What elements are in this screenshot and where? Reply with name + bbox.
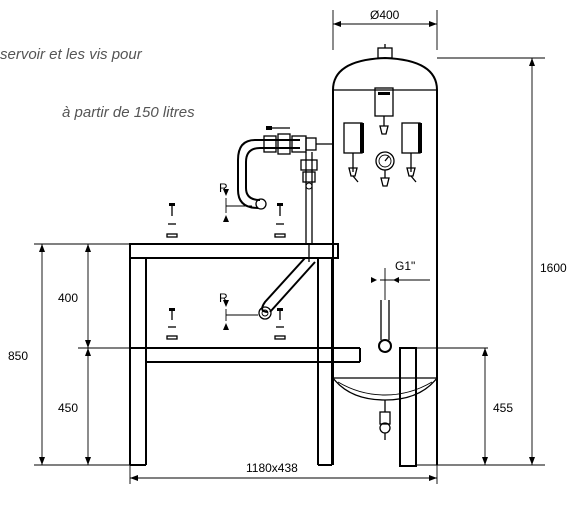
diameter-label: Ø400 — [370, 8, 400, 22]
radius-label-upper: R — [219, 181, 228, 195]
caption-line-1: servoir et les vis pour — [0, 46, 142, 63]
outlet-pipe-post — [399, 347, 488, 467]
radius-dim-upper — [223, 189, 252, 222]
lower-piping — [258, 245, 316, 320]
pressure-gauge — [375, 151, 395, 187]
outlet-height-label: 455 — [493, 401, 513, 415]
footprint-label: 1180x438 — [246, 461, 298, 475]
outlet-height-dimension — [416, 348, 495, 466]
section-dimensions — [78, 244, 146, 465]
mounting-screw-4 — [274, 308, 286, 340]
thread-label: G1" — [395, 259, 415, 273]
upper-section-label: 400 — [58, 291, 78, 305]
valve-right — [401, 122, 422, 183]
footprint-dimension — [129, 465, 438, 484]
total-height-label: 1600 — [540, 261, 567, 275]
mounting-screw-3 — [166, 308, 178, 340]
inlet-piping — [237, 126, 333, 245]
pressure-switch-top — [374, 87, 394, 135]
radius-dim-lower — [223, 300, 258, 330]
valve-left — [343, 122, 364, 183]
total-height-dimension — [437, 57, 545, 466]
mounting-screw-1 — [166, 203, 178, 238]
diameter-dimension — [332, 10, 438, 50]
support-frame — [129, 243, 361, 466]
drain-valve-bottom — [379, 400, 391, 440]
table-height-dimension — [34, 243, 130, 466]
lower-section-label: 450 — [58, 401, 78, 415]
caption-line-2: à partir de 150 litres — [62, 104, 195, 121]
mounting-screw-2 — [274, 203, 286, 238]
table-height-label: 850 — [8, 349, 28, 363]
outlet-fitting — [371, 268, 430, 353]
radius-label-lower: R — [219, 291, 228, 305]
